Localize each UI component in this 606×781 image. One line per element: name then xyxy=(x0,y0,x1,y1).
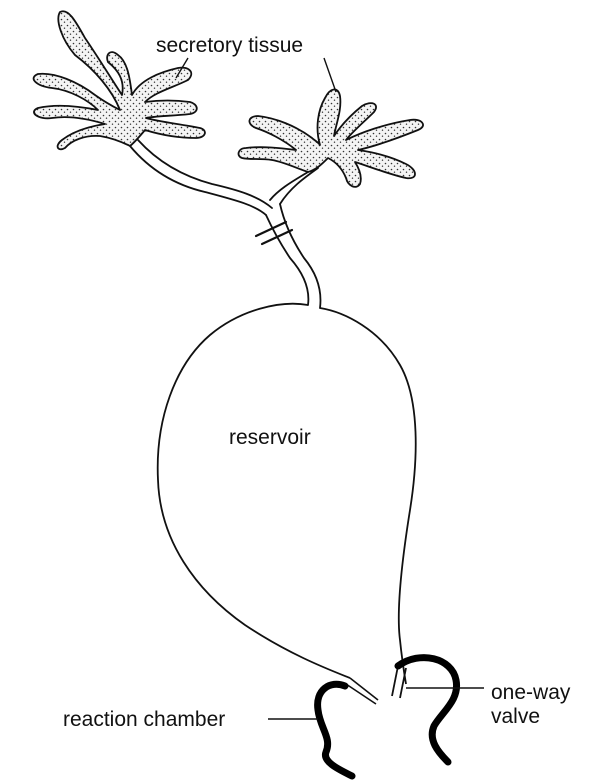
secretory-tissue-right xyxy=(239,89,424,186)
reservoir xyxy=(158,304,416,684)
secretory-tissue-left xyxy=(34,11,205,149)
reaction-chamber-label: reaction chamber xyxy=(63,708,225,732)
reaction-chamber xyxy=(318,658,457,776)
reservoir-nozzle xyxy=(346,678,378,704)
secretory-tissue-label: secretory tissue xyxy=(156,34,303,58)
one-way-valve-label-line1: one-way xyxy=(491,681,570,705)
leader-secretory-right xyxy=(324,58,336,92)
reservoir-label: reservoir xyxy=(229,426,311,450)
one-way-valve-label: one-way valve xyxy=(491,681,570,729)
one-way-valve-label-line2: valve xyxy=(491,705,570,729)
